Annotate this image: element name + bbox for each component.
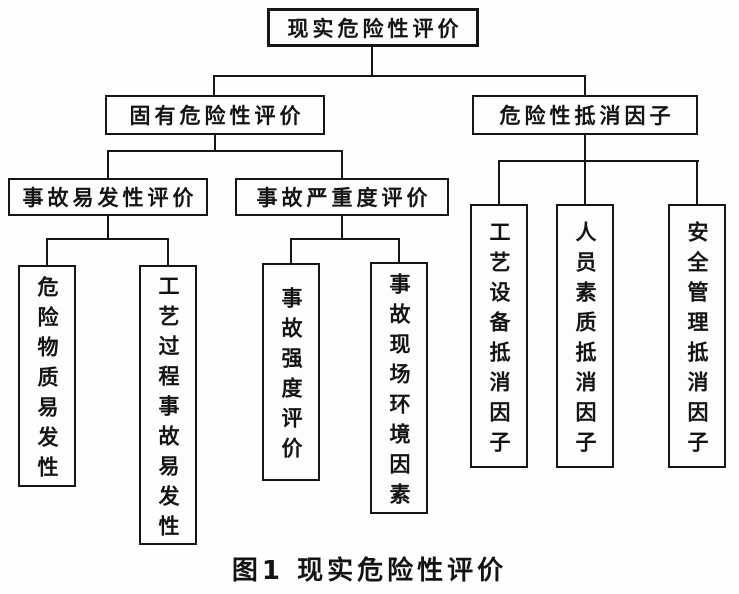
- leaf-process-accident-proneness: 工艺过程事故易发性: [139, 265, 197, 545]
- leaf-site-environment-factors: 事故现场环境因素: [370, 262, 428, 514]
- connector-line: [167, 238, 169, 266]
- connector-line: [290, 238, 292, 264]
- connector-line: [498, 160, 500, 205]
- connector-line: [46, 238, 48, 266]
- connector-line: [290, 238, 400, 240]
- leaf-accident-intensity-evaluation: 事故强度评价: [262, 263, 320, 481]
- connector-line: [584, 75, 586, 95]
- connector-line: [341, 150, 343, 178]
- leaf-personnel-quality-offset-factor: 人员素质抵消因子: [556, 204, 614, 468]
- connector-line: [371, 47, 373, 77]
- node-accident-severity-evaluation: 事故严重度评价: [235, 178, 449, 216]
- leaf-process-equipment-offset-factor: 工艺设备抵消因子: [470, 204, 528, 468]
- leaf-hazardous-material-proneness: 危险物质易发性: [18, 265, 76, 487]
- connector-line: [107, 216, 109, 240]
- connector-line: [107, 150, 109, 178]
- node-accident-proneness-evaluation: 事故易发性评价: [8, 178, 208, 216]
- figure-caption: 图1 现实危险性评价: [231, 556, 508, 586]
- connector-line: [46, 238, 169, 240]
- connector-line: [341, 216, 343, 240]
- node-risk-offset-factors: 危险性抵消因子: [472, 95, 698, 135]
- connector-line: [107, 150, 343, 152]
- connector-line: [213, 75, 215, 95]
- connector-line: [584, 160, 586, 205]
- connector-line: [214, 135, 216, 152]
- connector-line: [213, 75, 586, 77]
- connector-line: [498, 160, 699, 162]
- node-inherent-risk-evaluation: 固有危险性评价: [105, 95, 325, 135]
- leaf-safety-management-offset-factor: 安全管理抵消因子: [668, 204, 726, 468]
- connector-line: [398, 238, 400, 264]
- connector-line: [696, 160, 698, 205]
- node-realistic-risk-evaluation: 现实危险性评价: [267, 8, 479, 47]
- connector-line: [584, 135, 586, 162]
